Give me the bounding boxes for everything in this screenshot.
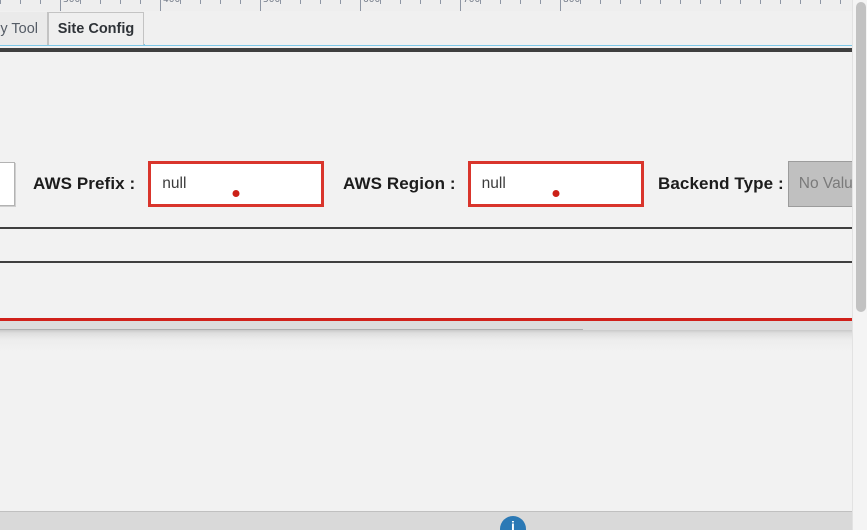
ruler-minor-tick xyxy=(220,0,221,4)
aws-region-input[interactable]: null xyxy=(467,161,644,207)
tab-y-tool-label: y Tool xyxy=(0,20,38,37)
ruler-minor-tick xyxy=(580,0,581,4)
ruler-minor-tick xyxy=(240,0,241,4)
aws-region-value: null xyxy=(481,175,506,192)
backend-type-value: No Value xyxy=(798,175,862,192)
tab-site-config-label: Site Config xyxy=(57,21,135,37)
ruler-minor-tick xyxy=(800,0,801,4)
ruler-label: 500 xyxy=(263,0,281,5)
ruler-minor-tick xyxy=(420,0,421,4)
ruler-minor-tick xyxy=(640,0,641,4)
divider-top xyxy=(0,48,852,52)
partial-textbox-left[interactable] xyxy=(0,162,15,206)
ruler-minor-tick xyxy=(520,0,521,4)
ruler-major-tick xyxy=(460,0,461,11)
form-row: AWS Prefix : null AWS Region : null Back… xyxy=(0,153,867,215)
tab-site-config[interactable]: Site Config xyxy=(48,12,144,45)
aws-region-error-dot xyxy=(552,190,560,197)
backend-type-label: Backend Type : xyxy=(658,174,784,193)
ruler-minor-tick xyxy=(340,0,341,4)
ruler-minor-tick xyxy=(620,0,621,4)
ruler-minor-tick xyxy=(80,0,81,4)
ruler-minor-tick xyxy=(720,0,721,4)
divider-red xyxy=(0,318,852,321)
divider-middle-upper xyxy=(0,227,852,229)
ruler-minor-tick xyxy=(120,0,121,4)
ruler-minor-tick xyxy=(180,0,181,4)
field-aws-prefix: AWS Prefix : null xyxy=(33,161,325,207)
ruler-minor-tick xyxy=(100,0,101,4)
ruler-minor-tick xyxy=(280,0,281,4)
ruler-minor-tick xyxy=(320,0,321,4)
ruler-label: 700 xyxy=(463,0,481,5)
lower-area: i xyxy=(0,330,867,530)
ruler-minor-tick xyxy=(200,0,201,4)
ruler-minor-tick xyxy=(700,0,701,4)
ruler-minor-tick xyxy=(480,0,481,4)
ruler-major-tick xyxy=(560,0,561,11)
tab-bar: y Tool Site Config xyxy=(0,11,852,46)
field-aws-region: AWS Region : null xyxy=(343,161,644,207)
footer-band: i xyxy=(0,511,867,530)
ruler-major-tick xyxy=(60,0,61,11)
ruler-minor-tick xyxy=(740,0,741,4)
ruler-major-tick xyxy=(360,0,361,11)
ruler-label: 300 xyxy=(63,0,81,5)
ruler-minor-tick xyxy=(840,0,841,4)
ruler-major-tick xyxy=(160,0,161,11)
divider-middle-lower xyxy=(0,261,852,263)
ruler-minor-tick xyxy=(400,0,401,4)
config-panel: AWS Prefix : null AWS Region : null Back… xyxy=(0,48,867,369)
ruler-major-tick xyxy=(260,0,261,11)
info-icon[interactable]: i xyxy=(500,516,526,530)
aws-region-label: AWS Region : xyxy=(343,174,456,193)
ruler-minor-tick xyxy=(500,0,501,4)
ruler-minor-tick xyxy=(380,0,381,4)
aws-prefix-value: null xyxy=(162,175,187,192)
panel-drop-shadow xyxy=(0,330,867,356)
ruler-minor-tick xyxy=(40,0,41,4)
ruler-minor-tick xyxy=(140,0,141,4)
aws-prefix-input[interactable]: null xyxy=(148,161,325,207)
ruler-minor-tick xyxy=(760,0,761,4)
ruler-minor-tick xyxy=(540,0,541,4)
ruler-minor-tick xyxy=(300,0,301,4)
ruler-label: 800 xyxy=(563,0,581,5)
ruler-minor-tick xyxy=(660,0,661,4)
ruler-minor-tick xyxy=(440,0,441,4)
ruler-minor-tick xyxy=(600,0,601,4)
ruler-label: 600 xyxy=(363,0,381,5)
tab-bar-filler xyxy=(145,12,852,45)
tab-y-tool[interactable]: y Tool xyxy=(0,12,48,45)
ruler-minor-tick xyxy=(20,0,21,4)
vertical-scrollbar-thumb[interactable] xyxy=(856,2,866,312)
field-backend-type: Backend Type : No Value xyxy=(658,161,867,207)
aws-prefix-label: AWS Prefix : xyxy=(33,174,136,193)
ruler-minor-tick xyxy=(820,0,821,4)
ruler-minor-tick xyxy=(680,0,681,4)
info-icon-label: i xyxy=(511,518,515,530)
vertical-scrollbar[interactable] xyxy=(852,0,867,530)
aws-prefix-error-dot xyxy=(232,190,240,197)
ruler-minor-tick xyxy=(780,0,781,4)
ruler-minor-tick xyxy=(0,0,1,4)
ruler-label: 400 xyxy=(163,0,181,5)
